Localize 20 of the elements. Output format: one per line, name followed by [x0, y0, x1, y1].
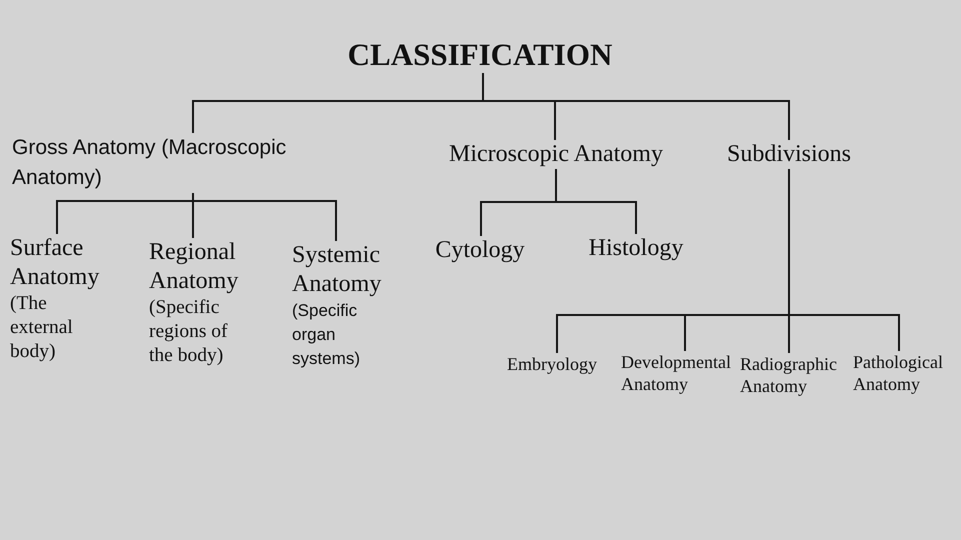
- subcategory-label: Cytology: [435, 236, 525, 265]
- subdivision-label: Developmental Anatomy: [621, 351, 732, 395]
- subcategory-label: Systemic Anatomy: [292, 241, 382, 299]
- category-label: Gross Anatomy (Macroscopic Anatomy): [12, 135, 288, 191]
- root-label: CLASSIFICATION: [348, 37, 612, 73]
- subdivision-label: Radiographic Anatomy: [740, 353, 838, 397]
- subcategory-label: Regional Anatomy: [149, 238, 240, 296]
- subdivision-label: Pathological Anatomy: [853, 351, 944, 395]
- connector-line: [192, 193, 337, 241]
- subcategory-label: Histology: [588, 234, 684, 263]
- subdivision-label: Embryology: [507, 353, 597, 375]
- subcategory-label: Surface Anatomy: [10, 234, 100, 292]
- connector-line: [555, 169, 637, 234]
- description-text: (The external body): [10, 292, 74, 364]
- connector-line: [482, 73, 790, 140]
- description-text: (Specific organ systems): [292, 300, 361, 370]
- category-label: Subdivisions: [726, 140, 852, 169]
- description-text: (Specific regions of the body): [149, 296, 229, 368]
- connector-line: [788, 169, 900, 351]
- category-label: Microscopic Anatomy: [449, 140, 663, 169]
